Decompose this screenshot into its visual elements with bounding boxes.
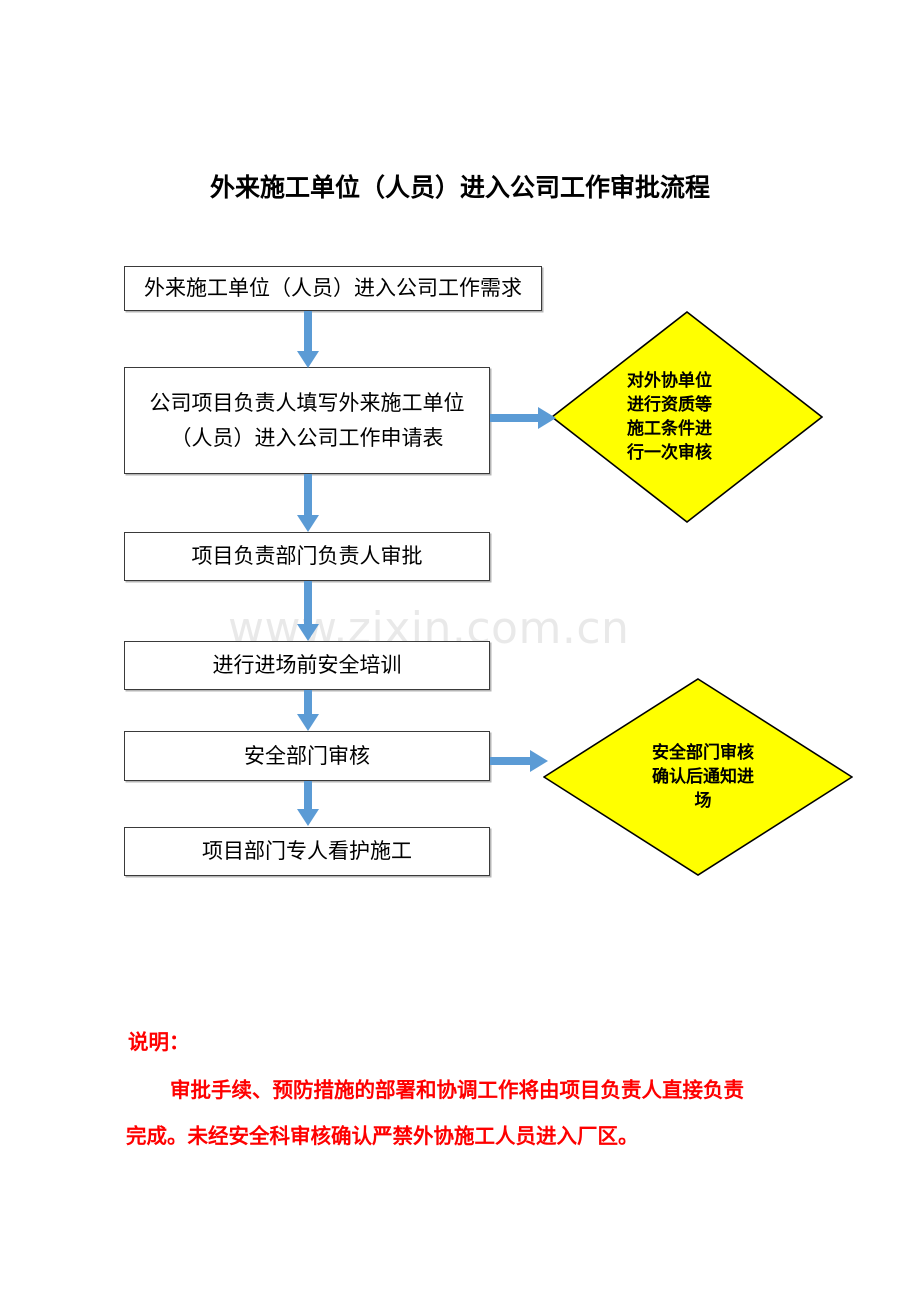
flow-box-onsite-supervision: 项目部门专人看护施工 (124, 827, 490, 876)
connector-requirement-to-application (296, 311, 320, 369)
flow-box-label-line-1: 公司项目负责人填写外来施工单位 (149, 390, 465, 415)
flow-box-label: 项目部门专人看护施工 (202, 839, 412, 863)
note-line-2: 完成。未经安全科审核确认严禁外协施工人员进入厂区。 (126, 1124, 639, 1148)
connector-safety-review-to-supervision (296, 781, 320, 829)
flow-box-label: 外来施工单位（人员）进入公司工作需求 (144, 276, 522, 300)
connector-application-to-qualification-review (490, 405, 560, 431)
connector-application-to-department-head (296, 474, 320, 534)
flow-box-label: 项目负责部门负责人审批 (191, 544, 423, 568)
flow-box-department-head-approval: 项目负责部门负责人审批 (124, 532, 490, 581)
flow-box-label: 进行进场前安全培训 (212, 653, 402, 677)
decision-diamond-qualification-review: 对外协单位 进行资质等 施工条件进 行一次审核 (551, 311, 823, 523)
note-line-1: 审批手续、预防措施的部署和协调工作将由项目负责人直接负责 (170, 1077, 744, 1102)
flow-box-label-line-2: （人员）进入公司工作申请表 (170, 425, 444, 450)
decision-diamond-entry-notification: 安全部门审核 确认后通知进 场 (543, 678, 853, 876)
explanatory-note: 说明： 审批手续、预防措施的部署和协调工作将由项目负责人直接负责 完成。未经安全… (126, 1030, 808, 1148)
page-title: 外来施工单位（人员）进入公司工作审批流程 (209, 173, 710, 202)
flow-box-safety-department-review: 安全部门审核 (124, 731, 490, 781)
flow-box-label: 安全部门审核 (244, 743, 370, 768)
connector-safety-review-to-entry-notification (490, 748, 554, 774)
flow-box-pre-entry-safety-training: 进行进场前安全培训 (124, 641, 490, 690)
flow-box-requirement: 外来施工单位（人员）进入公司工作需求 (124, 266, 542, 311)
note-heading: 说明： (128, 1030, 190, 1054)
connector-department-head-to-training (296, 581, 320, 643)
flow-box-application-form: 公司项目负责人填写外来施工单位 （人员）进入公司工作申请表 (124, 367, 490, 474)
connector-training-to-safety-review (296, 690, 320, 733)
